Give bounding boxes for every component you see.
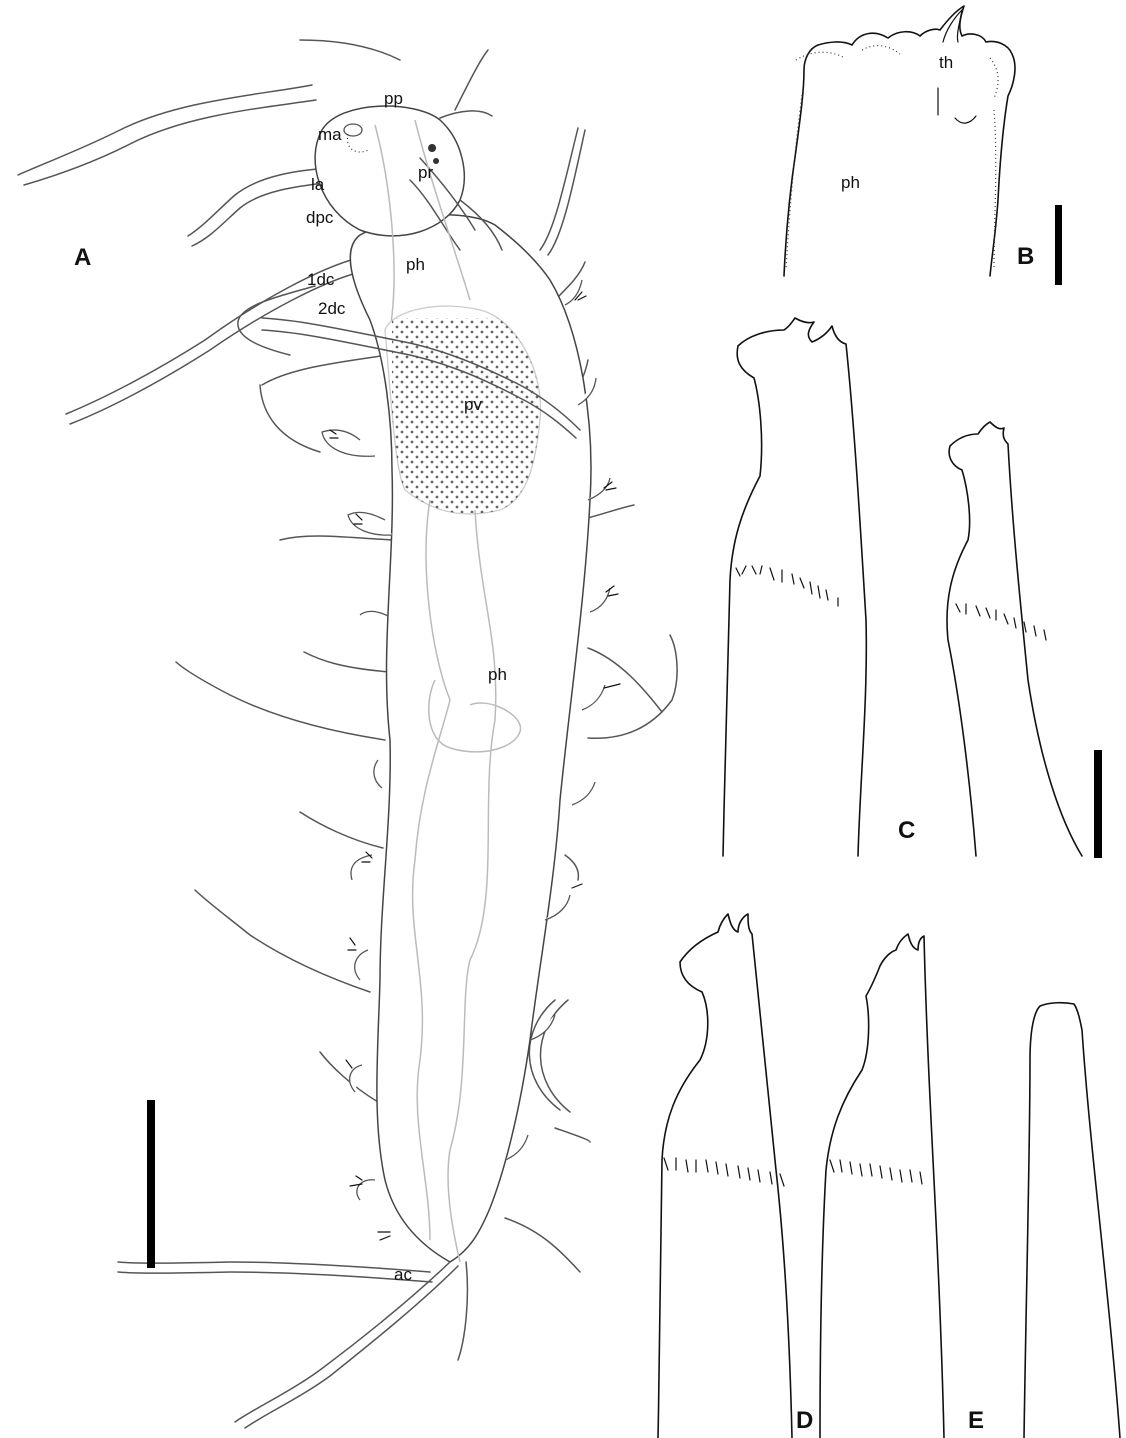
label-pr: pr [418,163,433,182]
panel-label-c: C [898,817,915,844]
falciger-c2 [947,422,1082,856]
label-dpc: dpc [306,208,334,227]
falciger-d1 [658,914,792,1438]
label-la: la [311,175,325,194]
anal-cirri [235,1262,467,1428]
label-ph-posterior: ph [488,665,507,684]
label-ph-anterior: ph [406,255,425,274]
panel-label-a: A [74,244,91,271]
panel-c-chaetae: C [723,318,1082,856]
label-pv: pv [464,395,482,414]
label-ma: ma [318,125,342,144]
panel-label-e: E [968,1407,984,1434]
label-th: th [939,53,953,72]
falciger-c1 [723,318,866,856]
label-2dc: 2dc [318,299,346,318]
panel-b-pharynx-drawing: th ph B [784,6,1034,276]
label-ph-b: ph [841,173,860,192]
panel-d-chaetae: D [658,914,944,1438]
scale-bar-c [1094,750,1102,858]
label-1dc: 1dc [307,270,335,289]
scale-bar-b [1055,205,1062,285]
scale-bar-a [147,1100,155,1268]
label-pp: pp [384,89,403,108]
panel-e-chaeta: E [968,1003,1120,1438]
falciger-d2 [820,934,944,1438]
panel-a-worm-drawing [18,40,677,1428]
panel-label-d: D [796,1407,813,1434]
label-ac: ac [394,1265,412,1284]
panel-label-b: B [1017,243,1034,270]
